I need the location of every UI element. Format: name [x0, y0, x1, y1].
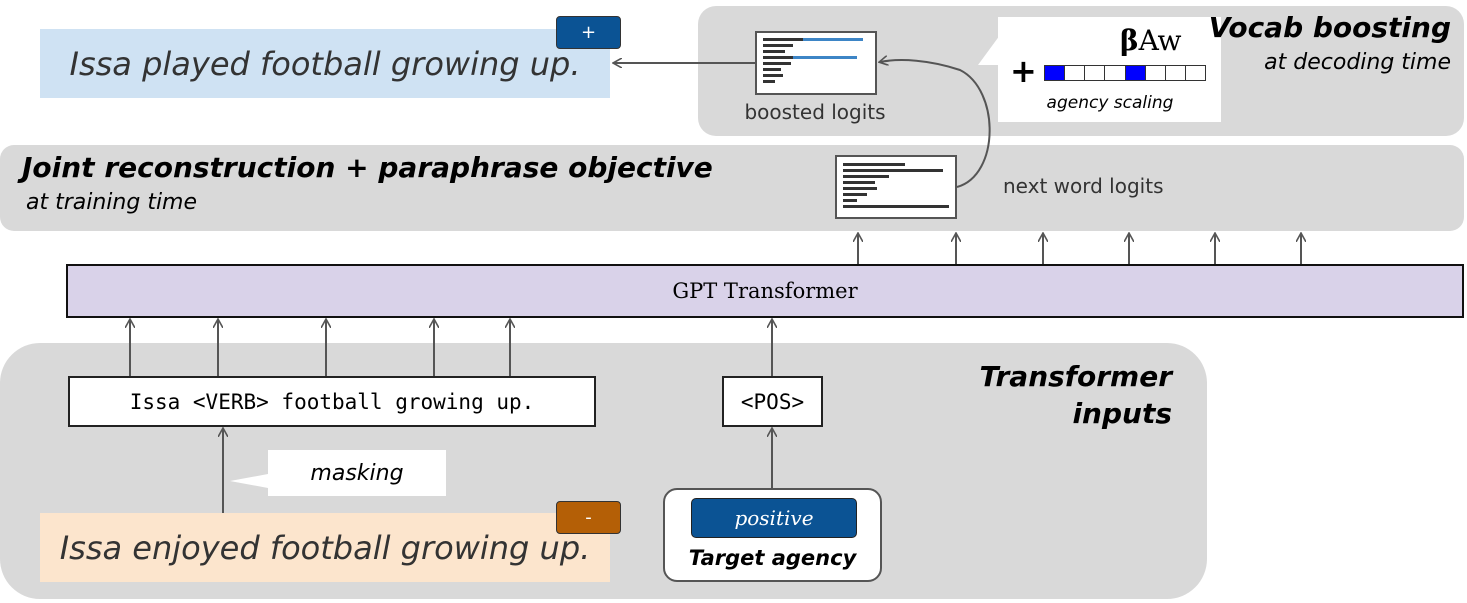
masking-callout: masking	[268, 450, 446, 496]
input-sentence-box: Issa enjoyed football growing up.	[40, 513, 610, 582]
agency-vector-cell	[1165, 66, 1186, 80]
masked-input-box: Issa <VERB> football growing up.	[68, 376, 596, 427]
training-title: Joint reconstruction + paraphrase object…	[22, 151, 713, 184]
boost-formula: βAw	[1120, 24, 1182, 57]
training-subtitle: at training time	[26, 190, 198, 215]
arrow-boost-curve	[880, 60, 991, 188]
agency-vector-cell	[1145, 66, 1166, 80]
agency-vector-cell	[1185, 66, 1205, 80]
transformer-inputs-title-line1: Transformer	[979, 360, 1172, 393]
pos-token-box: <POS>	[722, 376, 823, 427]
output-sentence: Issa played football growing up.	[69, 44, 581, 83]
positive-badge: +	[556, 16, 621, 49]
transformer-inputs-title: Transformer inputs	[950, 358, 1172, 432]
masked-input-text: Issa <VERB> football growing up.	[129, 389, 535, 414]
gpt-transformer: GPT Transformer	[66, 264, 1464, 318]
output-sentence-box: Issa played football growing up.	[40, 29, 610, 98]
vocab-boosting-subtitle: at decoding time	[1264, 50, 1451, 75]
next-word-logits-label: next word logits	[1003, 174, 1164, 198]
negative-badge: -	[556, 501, 621, 534]
boosted-logits-icon	[755, 31, 877, 95]
target-agency-label: Target agency	[688, 546, 857, 570]
transformer-inputs-title-line2: inputs	[1072, 397, 1172, 430]
plus-sign: +	[1010, 52, 1037, 90]
gpt-transformer-label: GPT Transformer	[672, 279, 858, 303]
agency-vector-cell	[1105, 66, 1126, 80]
agency-vector-cell	[1125, 66, 1146, 80]
agency-vector-cell	[1045, 66, 1066, 80]
next-word-logits-icon	[835, 155, 957, 219]
masking-label: masking	[310, 460, 404, 486]
formula-aw: Aw	[1138, 24, 1182, 57]
target-agency-value: positive	[691, 498, 857, 538]
agency-vector-cell	[1085, 66, 1106, 80]
training-objective-panel	[0, 145, 1464, 231]
vocab-boosting-title: Vocab boosting	[1208, 11, 1451, 44]
agency-vector-cell	[1065, 66, 1086, 80]
target-agency-value-text: positive	[734, 506, 814, 530]
beta-symbol: β	[1120, 24, 1139, 57]
pos-token-text: <POS>	[740, 389, 805, 414]
agency-scaling-label: agency scaling	[1046, 93, 1174, 113]
input-sentence: Issa enjoyed football growing up.	[59, 528, 591, 567]
boosted-logits-label: boosted logits	[744, 100, 886, 124]
agency-vector	[1044, 65, 1206, 81]
